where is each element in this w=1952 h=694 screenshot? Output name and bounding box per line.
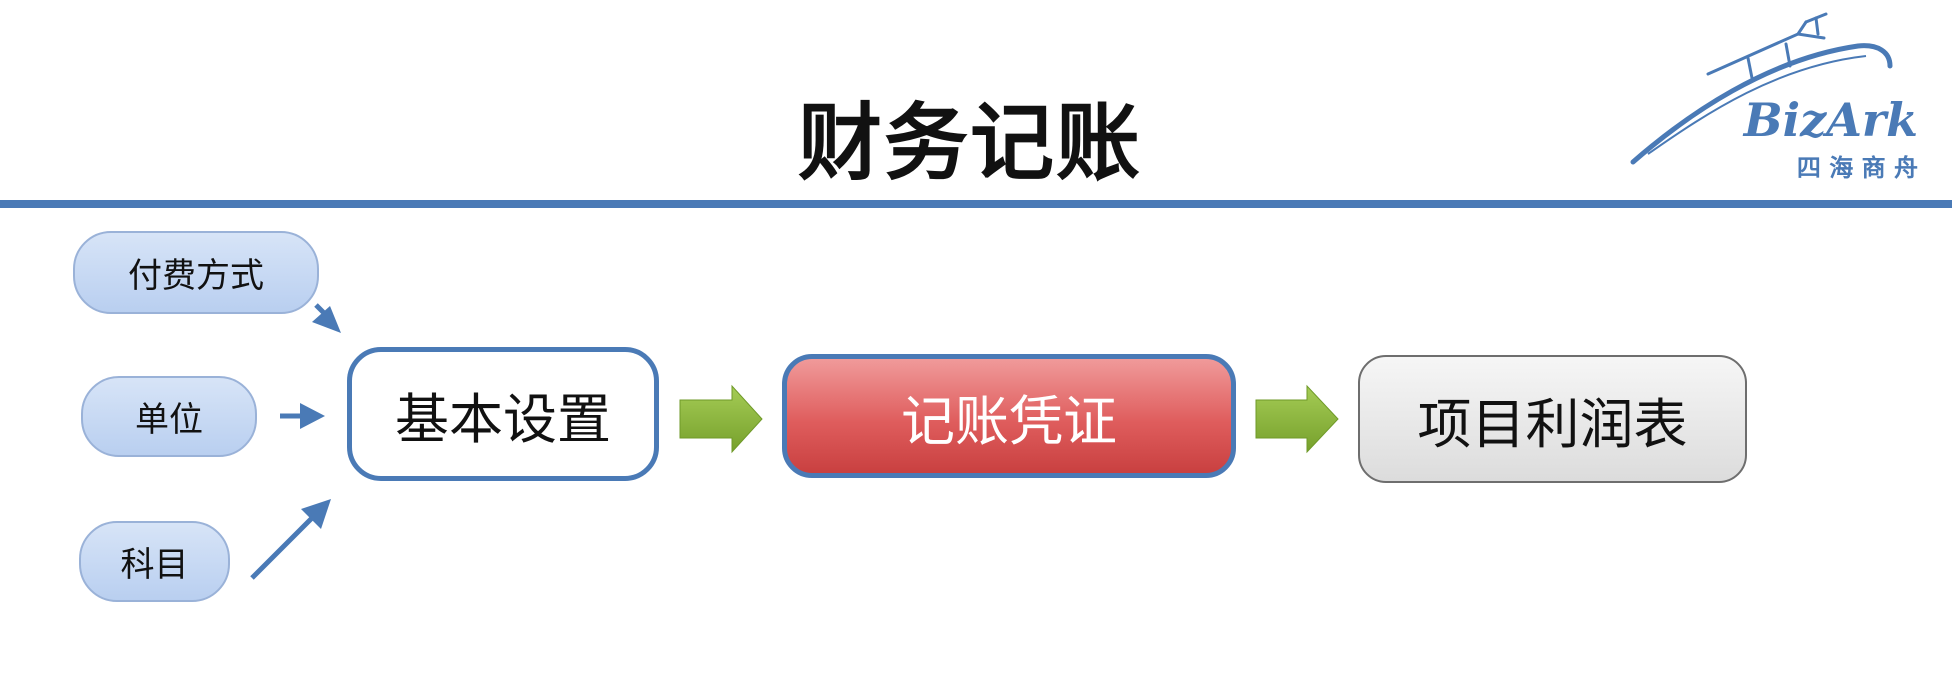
node-basic-settings: 基本设置 bbox=[347, 347, 659, 481]
node-project-profit-report-label: 项目利润表 bbox=[1417, 392, 1688, 456]
input-subject: 科目 bbox=[79, 521, 230, 602]
header-divider bbox=[0, 200, 1952, 208]
input-payment-method: 付费方式 bbox=[73, 231, 319, 314]
page-title: 财务记账 bbox=[797, 94, 1142, 192]
node-basic-settings-label: 基本设置 bbox=[395, 387, 611, 451]
input-subject-label: 科目 bbox=[120, 545, 189, 585]
input-unit-label: 单位 bbox=[135, 400, 203, 440]
logo-brand: BizArk bbox=[1742, 93, 1918, 147]
node-project-profit-report: 项目利润表 bbox=[1358, 355, 1747, 483]
input-payment-method-label: 付费方式 bbox=[128, 256, 264, 296]
input-unit: 单位 bbox=[81, 376, 257, 457]
bizark-logo: BizArk 四 海 商 舟 bbox=[1630, 12, 1918, 182]
arrow-payment-to-basic bbox=[312, 303, 341, 333]
arrow-voucher-to-report bbox=[1255, 384, 1339, 454]
node-accounting-voucher: 记账凭证 bbox=[782, 354, 1236, 478]
arrow-unit-to-basic bbox=[280, 403, 325, 429]
arrow-basic-to-voucher bbox=[679, 384, 763, 454]
logo-subtitle: 四 海 商 舟 bbox=[1797, 154, 1918, 182]
arrow-subject-to-basic bbox=[250, 499, 331, 580]
node-accounting-voucher-label: 记账凭证 bbox=[901, 389, 1117, 453]
